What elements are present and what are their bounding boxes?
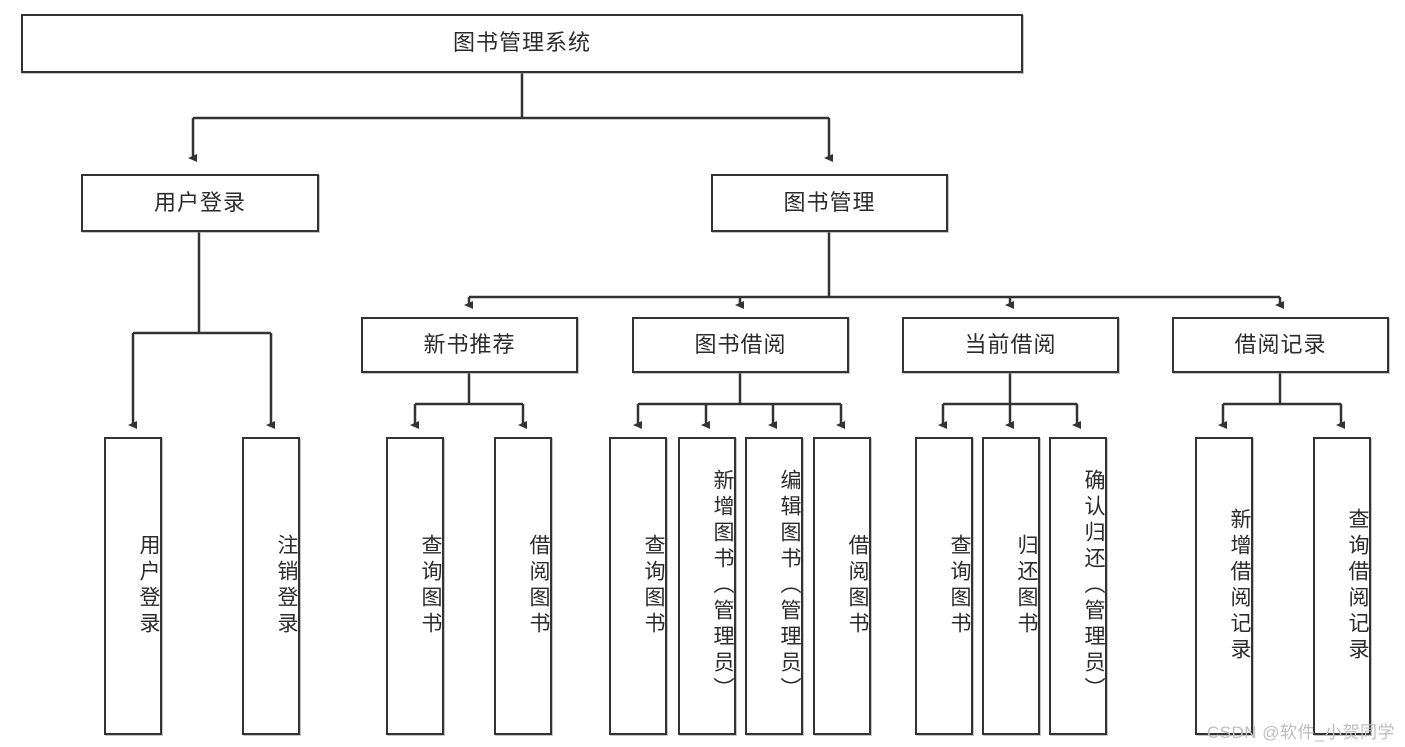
node-label: 查询图书 — [948, 534, 971, 638]
node-leaf-borrow-book-recommend[interactable]: 借阅图书 — [494, 437, 552, 735]
node-label: 新书推荐 — [423, 331, 516, 357]
node-label: 新增图书（管理员） — [711, 469, 734, 703]
node-root-book-management-system[interactable]: 图书管理系统 — [21, 14, 1023, 73]
node-label: 用户登录 — [153, 189, 246, 215]
node-label: 注销登录 — [275, 534, 298, 638]
node-leaf-confirm-return[interactable]: 确认归还（管理员） — [1049, 437, 1107, 735]
node-label: 新增借阅记录 — [1228, 508, 1251, 664]
node-label: 当前借阅 — [964, 331, 1057, 357]
node-borrow-record[interactable]: 借阅记录 — [1172, 317, 1389, 373]
node-label: 编辑图书（管理员） — [778, 469, 801, 703]
node-label: 用户登录 — [137, 534, 160, 638]
node-leaf-logout[interactable]: 注销登录 — [242, 437, 300, 735]
node-leaf-query-book-current[interactable]: 查询图书 — [915, 437, 973, 735]
node-new-book-recommend[interactable]: 新书推荐 — [361, 317, 578, 373]
node-label: 查询图书 — [419, 534, 442, 638]
node-leaf-query-borrow-record[interactable]: 查询借阅记录 — [1313, 437, 1371, 735]
node-book-management[interactable]: 图书管理 — [711, 174, 948, 232]
node-label: 图书借阅 — [694, 331, 787, 357]
node-label: 确认归还（管理员） — [1082, 469, 1105, 703]
node-label: 查询借阅记录 — [1346, 508, 1369, 664]
node-leaf-return-book[interactable]: 归还图书 — [982, 437, 1040, 735]
node-leaf-edit-book[interactable]: 编辑图书（管理员） — [745, 437, 803, 735]
node-current-borrow[interactable]: 当前借阅 — [902, 317, 1119, 373]
node-label: 借阅图书 — [846, 534, 869, 638]
node-leaf-borrow-book[interactable]: 借阅图书 — [813, 437, 871, 735]
node-label: 归还图书 — [1015, 534, 1038, 638]
node-leaf-user-login[interactable]: 用户登录 — [104, 437, 162, 735]
node-user-login[interactable]: 用户登录 — [81, 174, 319, 232]
node-leaf-add-borrow-record[interactable]: 新增借阅记录 — [1195, 437, 1253, 735]
node-label: 查询图书 — [642, 534, 665, 638]
node-label: 借阅记录 — [1234, 331, 1327, 357]
node-label: 图书管理系统 — [452, 30, 591, 56]
csdn-watermark: CSDN @软件_小贺同学 — [1206, 723, 1395, 742]
node-leaf-query-book-borrow[interactable]: 查询图书 — [609, 437, 667, 735]
node-label: 图书管理 — [783, 189, 876, 215]
node-leaf-add-book[interactable]: 新增图书（管理员） — [678, 437, 736, 735]
node-label: 借阅图书 — [527, 534, 550, 638]
node-leaf-query-book-recommend[interactable]: 查询图书 — [386, 437, 444, 735]
node-book-borrow[interactable]: 图书借阅 — [632, 317, 849, 373]
